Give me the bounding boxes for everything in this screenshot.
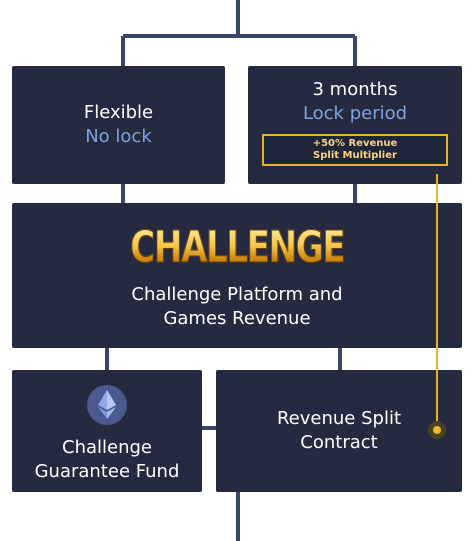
flexible-option-box: Flexible No lock — [12, 66, 225, 184]
ethereum-icon — [87, 385, 127, 425]
fund-line-1: Challenge — [62, 437, 152, 458]
multiplier-line-1: +50% Revenue — [312, 138, 398, 149]
multiplier-badge: +50% Revenue Split Multiplier — [262, 134, 448, 166]
lock-title: 3 months — [312, 79, 398, 100]
platform-line-1: Challenge Platform and — [131, 284, 343, 305]
multiplier-line-2: Split Multiplier — [313, 150, 397, 161]
challenge-logo: CHALLENGE — [130, 222, 346, 273]
guarantee-fund-box: Challenge Guarantee Fund — [12, 370, 202, 492]
lock-option-box: 3 months Lock period +50% Revenue Split … — [248, 66, 462, 184]
flexible-title: Flexible — [83, 102, 154, 123]
platform-revenue-box: CHALLENGE Challenge Platform and Games R… — [12, 203, 462, 348]
flexible-subtitle: No lock — [85, 126, 152, 147]
split-line-2: Contract — [300, 432, 378, 453]
fund-line-2: Guarantee Fund — [34, 461, 180, 482]
revenue-split-contract-box: Revenue Split Contract — [216, 370, 462, 492]
multiplier-target-dot — [428, 421, 446, 439]
platform-line-2: Games Revenue — [163, 308, 311, 329]
split-line-1: Revenue Split — [276, 408, 402, 429]
lock-subtitle: Lock period — [302, 103, 408, 124]
